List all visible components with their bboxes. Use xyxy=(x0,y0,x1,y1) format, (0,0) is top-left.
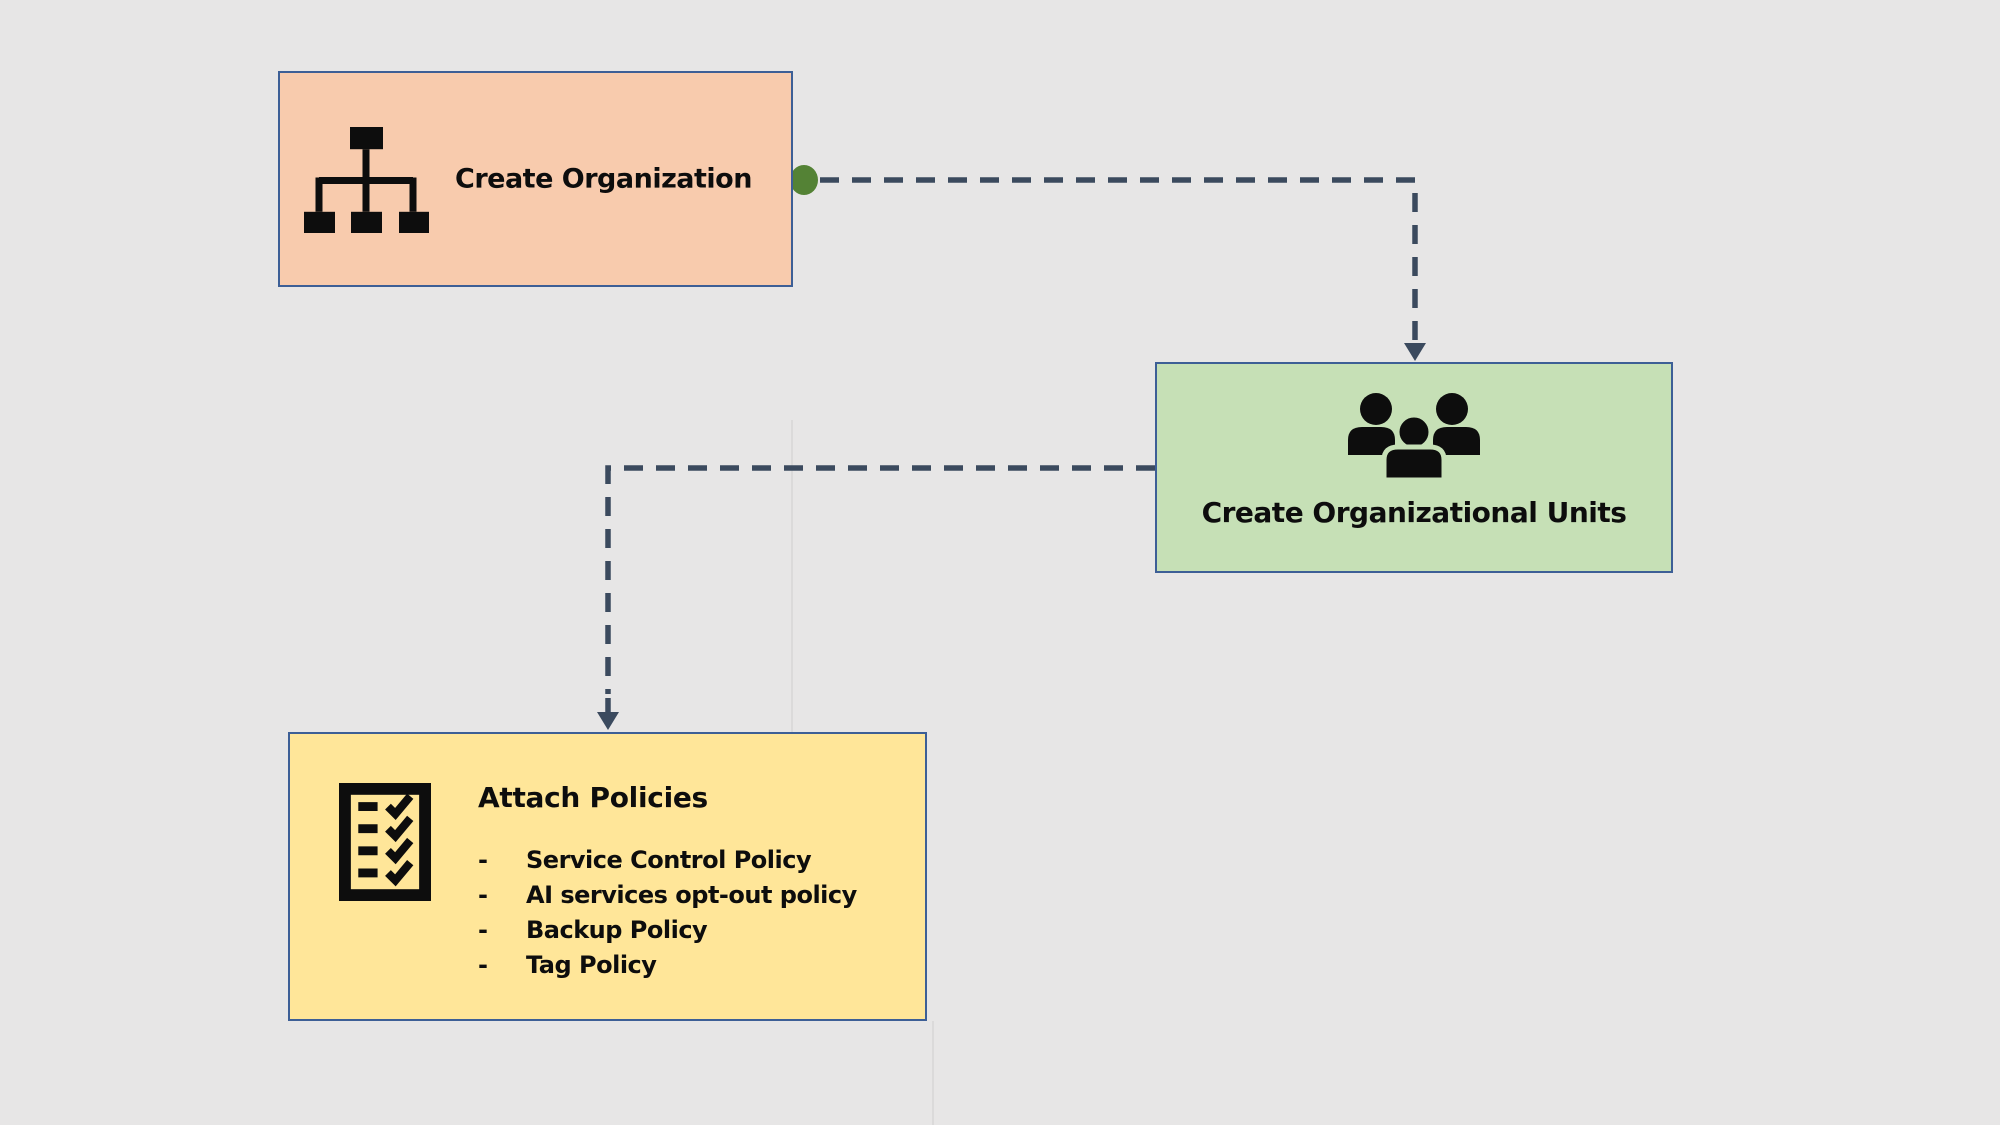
node-label: Create Organizational Units xyxy=(1201,496,1627,529)
bullet-dash: - xyxy=(478,950,488,979)
connector-org-to-ou[interactable] xyxy=(790,165,1426,361)
node-attach-policies[interactable]: Attach Policies - Service Control Policy… xyxy=(288,732,927,1021)
connector-dashed-line[interactable] xyxy=(605,465,1155,694)
org-hierarchy-icon xyxy=(304,127,429,233)
checklist-icon xyxy=(339,783,431,901)
node-title: Attach Policies xyxy=(478,781,708,814)
bullet-dash: - xyxy=(478,845,488,874)
connector-dashed-line[interactable] xyxy=(820,177,1418,340)
arrowhead-down-icon xyxy=(597,712,619,730)
policy-item-label: Tag Policy xyxy=(526,950,657,979)
node-label: Create Organization xyxy=(455,163,752,195)
policy-text-block: Attach Policies - Service Control Policy… xyxy=(478,779,857,982)
policy-item: - Backup Policy xyxy=(478,912,857,947)
node-create-organizational-units[interactable]: Create Organizational Units xyxy=(1155,362,1673,573)
connector-start-dot[interactable] xyxy=(790,165,818,195)
policy-item: - AI services opt-out policy xyxy=(478,877,857,912)
arrowhead-down-icon xyxy=(1404,343,1426,361)
policy-list: - Service Control Policy - AI services o… xyxy=(478,842,857,982)
node-create-organization[interactable]: Create Organization xyxy=(278,71,793,287)
bullet-dash: - xyxy=(478,915,488,944)
group-people-icon xyxy=(1348,392,1480,480)
faint-guide-line xyxy=(791,420,793,935)
policy-item-label: Backup Policy xyxy=(526,915,708,944)
bullet-dash: - xyxy=(478,880,488,909)
policy-item: - Tag Policy xyxy=(478,947,857,982)
faint-guide-line xyxy=(932,1021,934,1125)
policy-item: - Service Control Policy xyxy=(478,842,857,877)
policy-item-label: AI services opt-out policy xyxy=(526,880,857,909)
policy-item-label: Service Control Policy xyxy=(526,845,812,874)
connector-ou-to-policies[interactable] xyxy=(597,465,1155,730)
